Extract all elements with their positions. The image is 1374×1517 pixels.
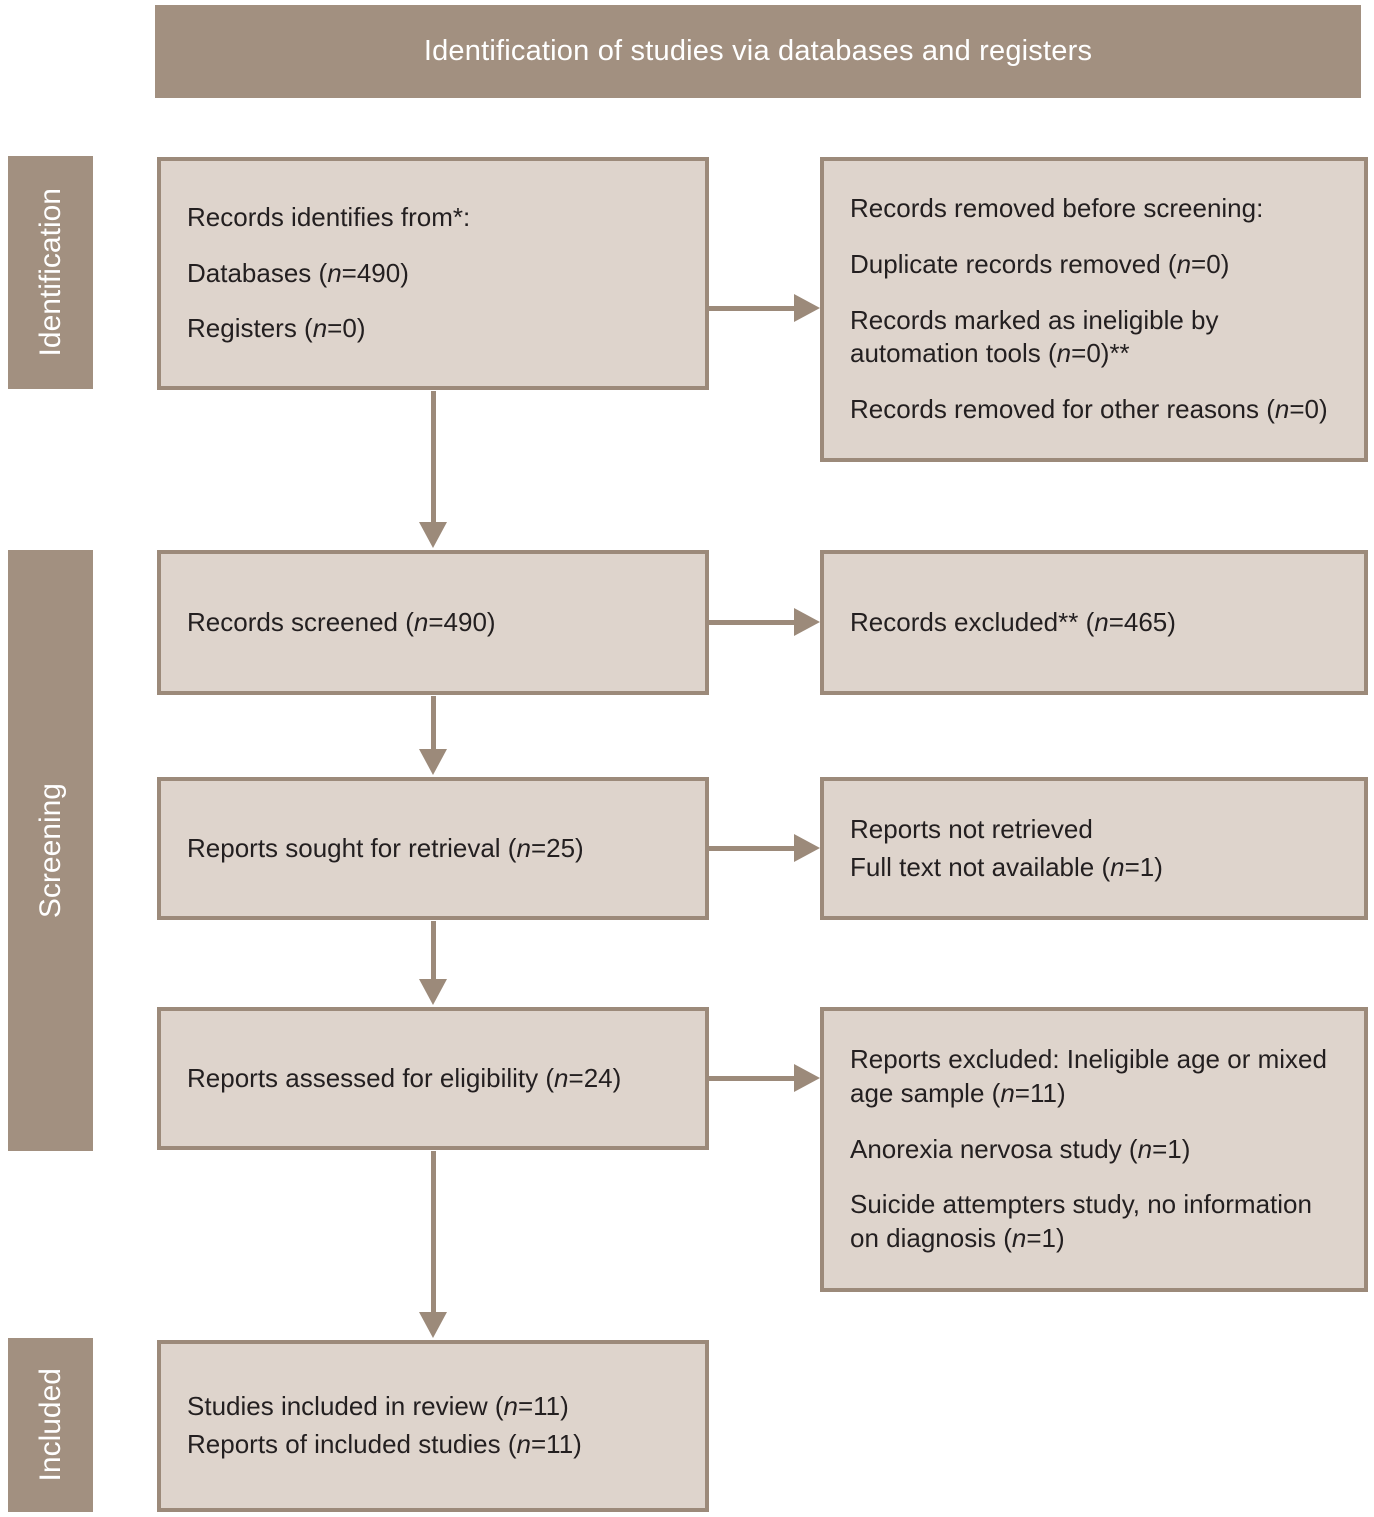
arrow-down-sought-to-assessed-icon [418,921,448,1005]
box-records-identified: Records identifies from*:Databases (n=49… [157,157,709,390]
arrow-head-icon [794,834,820,862]
arrow-head-icon [794,608,820,636]
arrow-head-icon [794,1064,820,1092]
arrow-down-assessed-to-included-icon [418,1151,448,1338]
stage-label-identification: Identification [33,188,67,357]
arrow-down-screened-to-sought-icon [418,696,448,775]
arrow-right-identified-to-removed-icon [709,293,820,323]
arrow-shaft [709,305,794,311]
stage-band-screening: Screening [8,550,93,1151]
stage-band-identification: Identification [8,156,93,389]
arrow-shaft [430,921,436,979]
stage-label-included: Included [33,1368,67,1482]
arrow-shaft [709,845,794,851]
stage-label-screening: Screening [33,782,67,919]
box-records-screened: Records screened (n=490) [157,550,709,695]
arrow-right-screened-to-excluded-icon [709,607,820,637]
arrow-head-icon [419,979,447,1005]
box-records-excluded: Records excluded** (n=465) [820,550,1368,695]
header-banner: Identification of studies via databases … [155,5,1361,98]
box-reports-excluded: Reports excluded: Ineligible age or mixe… [820,1007,1368,1292]
arrow-head-icon [419,749,447,775]
arrow-shaft [709,619,794,625]
box-studies-included: Studies included in review (n=11)Reports… [157,1340,709,1512]
arrow-head-icon [419,1312,447,1338]
arrow-shaft [430,1151,436,1312]
arrow-shaft [430,696,436,749]
arrow-down-identified-to-screened-icon [418,391,448,548]
box-reports-sought: Reports sought for retrieval (n=25) [157,777,709,920]
arrow-head-icon [419,522,447,548]
arrow-right-assessed-to-reports-excluded-icon [709,1063,820,1093]
stage-band-included: Included [8,1338,93,1512]
box-records-removed: Records removed before screening:Duplica… [820,157,1368,462]
arrow-shaft [430,391,436,522]
diagram-title: Identification of studies via databases … [423,35,1093,67]
arrow-shaft [709,1075,794,1081]
arrow-right-sought-to-not-retrieved-icon [709,833,820,863]
arrow-head-icon [794,294,820,322]
box-reports-assessed: Reports assessed for eligibility (n=24) [157,1007,709,1150]
